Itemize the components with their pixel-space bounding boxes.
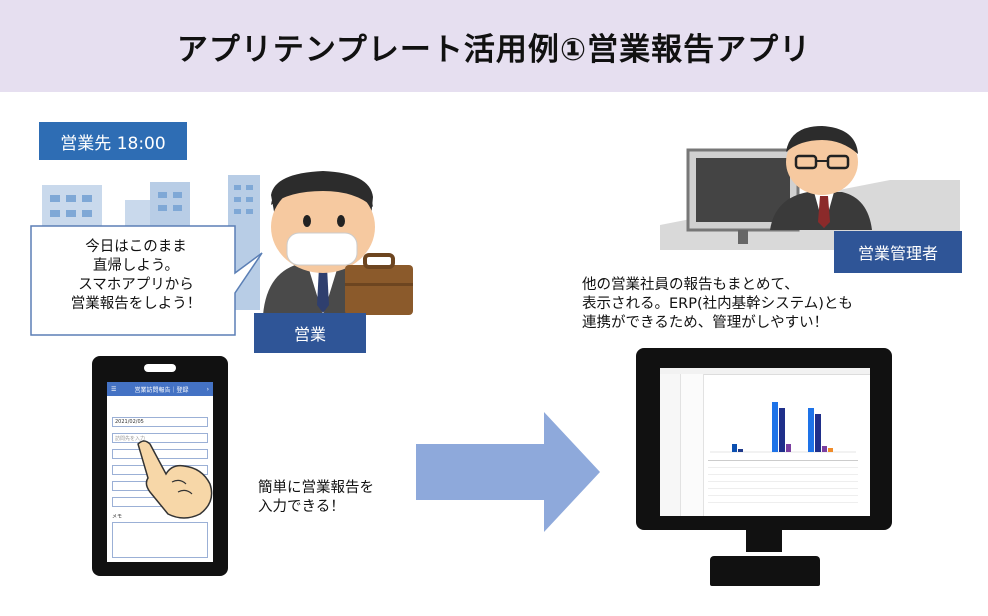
dashboard-bar-chart [710, 402, 856, 453]
visit-field-placeholder: 訪問先を入力 [115, 435, 146, 442]
chevron-right-icon[interactable]: › [206, 385, 209, 393]
location-label: 営業先 18:00 [39, 122, 187, 160]
monitor-screen [660, 368, 870, 516]
visit-field[interactable]: 訪問先を入力 [112, 433, 208, 443]
dashboard-table [708, 460, 858, 509]
monitor-stand [710, 556, 820, 586]
page-title: アプリテンプレート活用例①営業報告アプリ [176, 31, 812, 68]
salesperson-illustration [263, 171, 413, 315]
manager-description-line: 連携ができるため、管理がしやすい！ [582, 315, 829, 331]
phone-speaker [144, 364, 176, 372]
manager-desk-illustration [660, 126, 960, 250]
monitor-neck [746, 530, 782, 552]
sales-label: 営業 [254, 313, 366, 353]
form-field[interactable] [112, 449, 208, 459]
phone-app-header: ☰ 営業訪問報告｜登録 › [107, 382, 213, 396]
dashboard-list-panel [681, 374, 704, 516]
date-field-value: 2021/02/05 [115, 419, 144, 425]
tapping-hand-illustration [137, 440, 213, 519]
phone-caption: 簡単に営業報告を 入力できる！ [258, 479, 408, 517]
phone-caption-line: 簡単に営業報告を [258, 480, 374, 496]
speech-line: 直帰しよう。 [92, 258, 180, 274]
memo-label: メモ [112, 514, 123, 520]
phone-app-title: 営業訪問報告｜登録 [134, 386, 189, 394]
speech-line: スマホアプリから [78, 277, 194, 293]
menu-icon[interactable]: ☰ [111, 385, 117, 393]
speech-line: 今日はこのまま [85, 239, 187, 255]
manager-description-line: 表示される。ERP(社内基幹システム)とも [582, 296, 853, 312]
flow-arrow [416, 412, 600, 532]
phone-caption-line: 入力できる！ [258, 499, 345, 515]
manager-description-line: 他の営業社員の報告もまとめて、 [582, 277, 799, 293]
manager-description: 他の営業社員の報告もまとめて、 表示される。ERP(社内基幹システム)とも 連携… [582, 276, 922, 333]
dashboard-sidebar [660, 374, 681, 516]
memo-textarea[interactable] [112, 522, 208, 558]
date-field[interactable]: 2021/02/05 [112, 417, 208, 427]
speech-line: 営業報告をしよう！ [70, 296, 202, 312]
manager-label: 営業管理者 [834, 231, 962, 273]
monitor [636, 348, 892, 552]
speech-bubble-text: 今日はこのまま 直帰しよう。 スマホアプリから 営業報告をしよう！ [36, 238, 236, 314]
header-band [0, 0, 988, 92]
speech-bubble-shape [30, 225, 263, 336]
